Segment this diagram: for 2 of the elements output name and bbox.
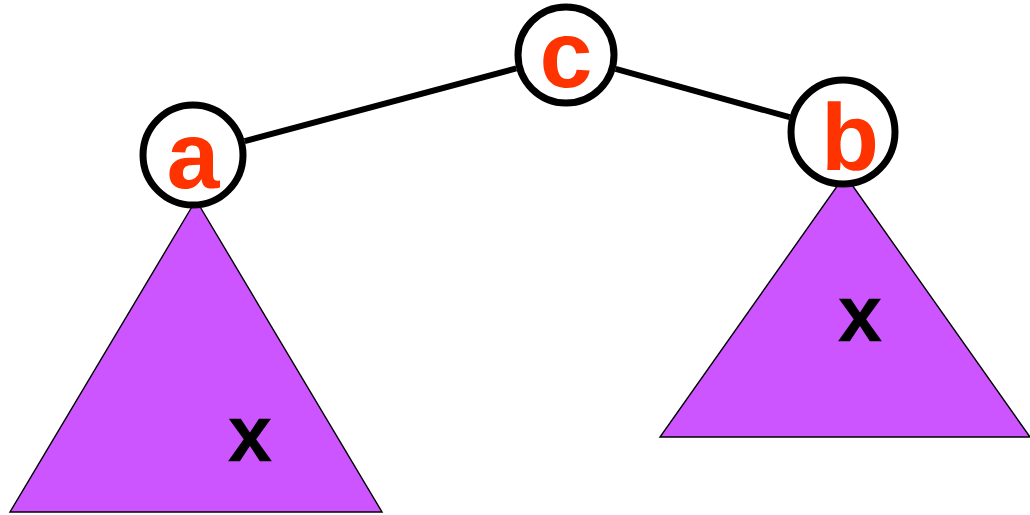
connector-line xyxy=(243,65,518,145)
connector-line xyxy=(614,65,791,121)
